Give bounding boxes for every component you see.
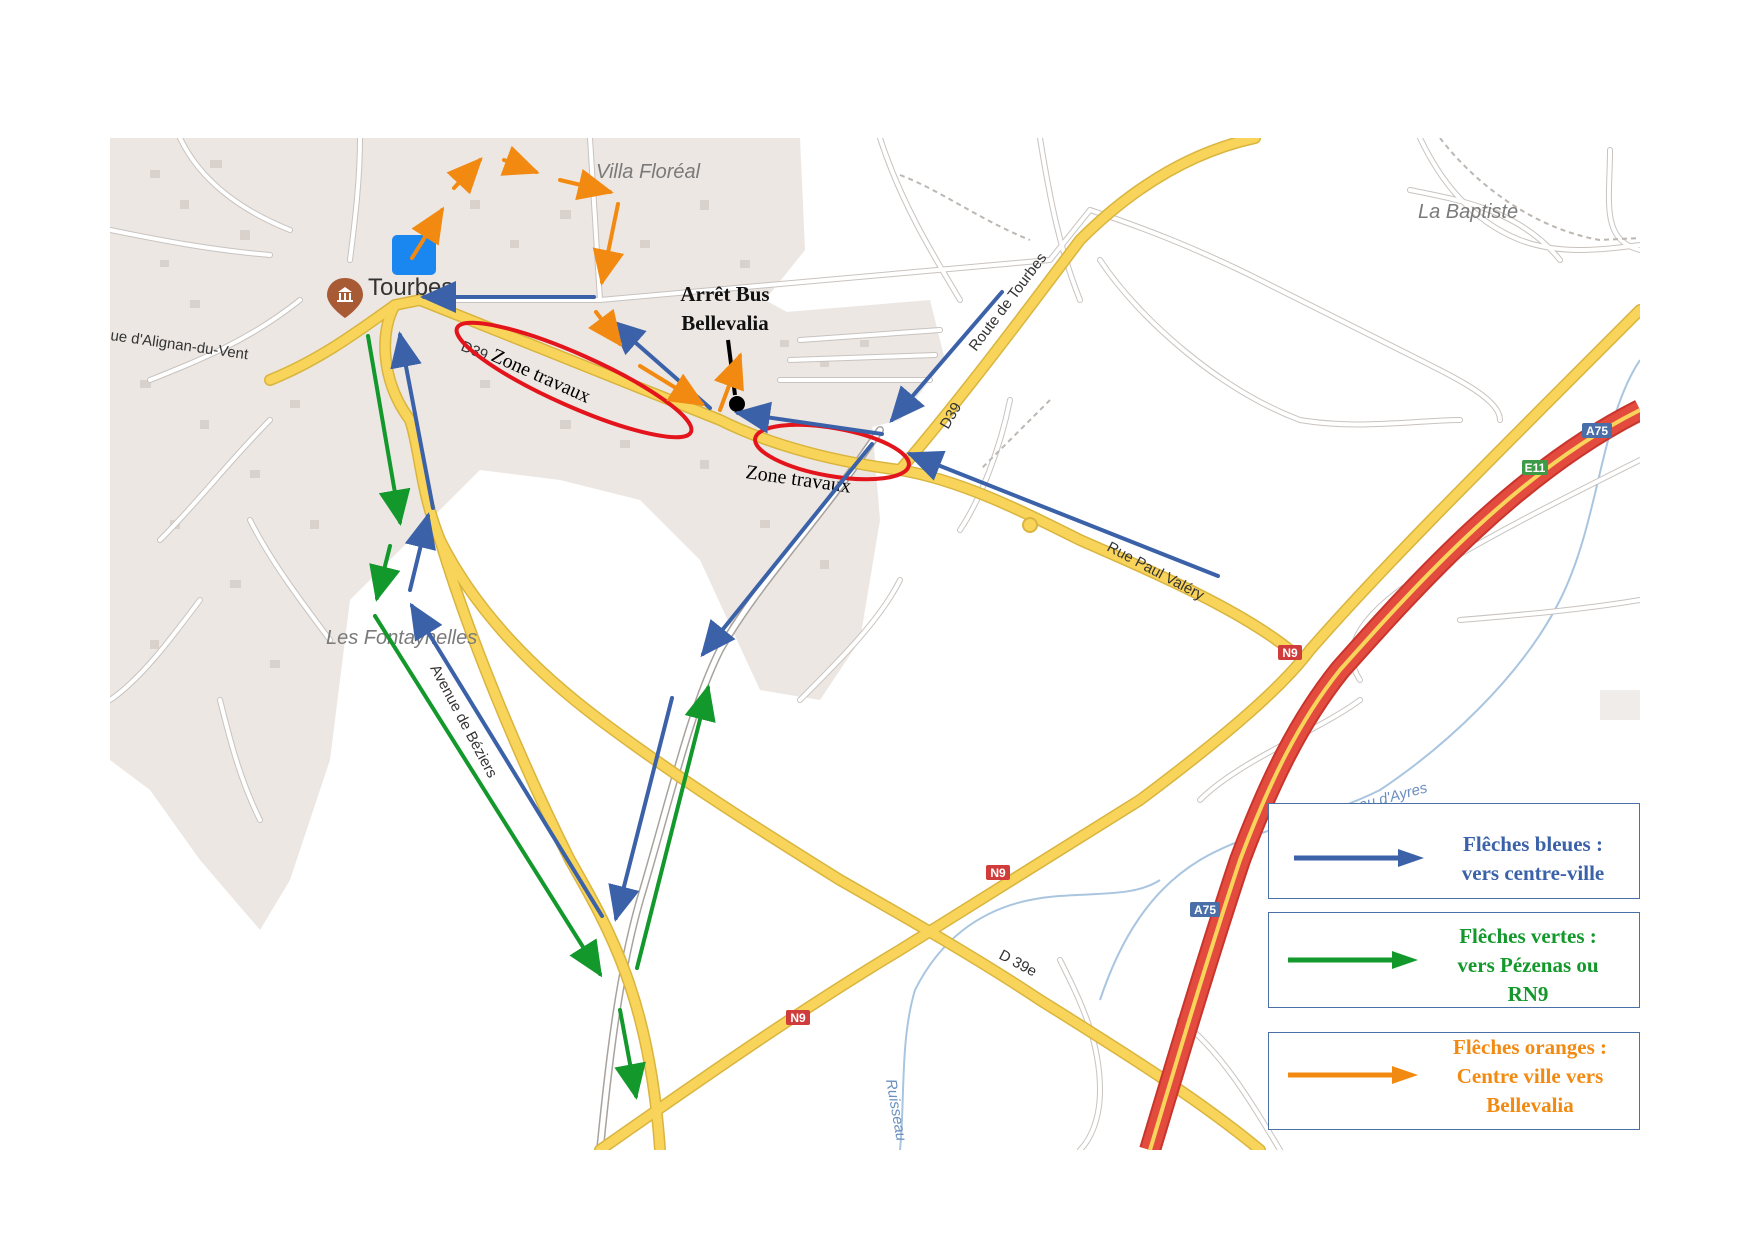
- legend-blue-text: Flêches bleues : vers centre-ville: [1428, 830, 1638, 888]
- legend-green-line3: RN9: [1507, 982, 1549, 1006]
- legend-blue-line1: Flêches bleues :: [1463, 832, 1603, 856]
- shield-n9-1-label: N9: [1282, 646, 1298, 660]
- orange-arrow-8: [713, 352, 744, 412]
- urban-area: [110, 138, 880, 930]
- legend-green-line2: vers Pézenas ou: [1457, 953, 1599, 977]
- legend-blue-line2: vers centre-ville: [1461, 861, 1605, 885]
- blue-arrow-8: [409, 602, 604, 918]
- shield-n9-3: [786, 1010, 810, 1025]
- shield-a75-1-label: A75: [1586, 424, 1608, 438]
- blue-arrow-5: [906, 450, 1220, 578]
- work-zone-ellipse-1: [454, 320, 694, 440]
- bus-stop-dot-icon[interactable]: [729, 396, 745, 412]
- green-arrow-5: [635, 684, 716, 970]
- shield-n9-3-label: N9: [790, 1011, 806, 1025]
- blue-arrow-9: [404, 512, 436, 592]
- label-villa-floreal: Villa Floréal: [596, 161, 701, 183]
- legend-green: [1268, 912, 1640, 1008]
- museum-pin-icon[interactable]: [327, 278, 363, 318]
- orange-arrows: [410, 145, 744, 412]
- urban-area-se: [1600, 690, 1640, 720]
- legend-blue-arrow-icon: [1294, 849, 1424, 867]
- road-shields: N9 N9 N9 A75 A75 E11: [786, 423, 1612, 1025]
- green-arrow-1: [366, 334, 411, 526]
- blue-arrow-4: [889, 290, 1004, 424]
- legend-orange-arrow-icon: [1288, 1066, 1418, 1084]
- blue-arrow-7: [608, 696, 674, 922]
- label-les-fontaynelles: Les Fontaynelles: [326, 627, 477, 649]
- legend-green-arrow-icon: [1288, 951, 1418, 969]
- minor-roads: [110, 138, 1640, 1150]
- orange-arrow-7: [638, 364, 706, 407]
- legend-orange-line2: Centre ville vers: [1456, 1064, 1604, 1088]
- bus-stop-label-line2: Bellevalia: [681, 311, 769, 335]
- grey-road: [596, 426, 884, 1150]
- blue-arrow-3: [734, 401, 884, 436]
- legend-green-line1: Flêches vertes :: [1459, 924, 1597, 948]
- legend-blue: [1268, 803, 1640, 899]
- bus-stop-label-line1: Arrêt Bus: [680, 282, 770, 306]
- orange-arrow-2: [446, 157, 483, 195]
- green-arrow-2: [369, 544, 401, 602]
- tracks: [899, 138, 1640, 471]
- bus-stop-label: Arrêt Bus Bellevalia: [660, 280, 790, 338]
- green-arrow-3: [373, 614, 603, 978]
- blue-arrow-6: [700, 442, 874, 658]
- waterways: [899, 359, 1640, 1150]
- green-arrow-4: [614, 1008, 646, 1100]
- map-base: N9 N9 N9 A75 A75 E11 Villa Floréal La Ba…: [110, 138, 1640, 1150]
- orange-arrow-1: [410, 206, 445, 260]
- shield-e11-label: E11: [1525, 461, 1546, 475]
- roundabout: [1022, 517, 1038, 533]
- legend-orange-line3: Bellevalia: [1486, 1093, 1574, 1117]
- motorway: [1139, 400, 1640, 1150]
- orange-arrow-3: [500, 145, 540, 176]
- shield-a75-2: [1190, 902, 1220, 917]
- legend-orange-text: Flêches oranges : Centre ville vers Bell…: [1420, 1033, 1640, 1120]
- shield-a75-1: [1582, 423, 1612, 438]
- orange-arrow-6: [588, 308, 623, 348]
- orange-arrow-4: [558, 168, 614, 201]
- legend-orange-line1: Flêches oranges :: [1453, 1035, 1607, 1059]
- blue-arrow-10: [390, 331, 435, 510]
- legend-orange: [1268, 1032, 1640, 1130]
- shield-e11: [1522, 460, 1548, 475]
- buildings: [140, 160, 869, 668]
- label-la-baptiste: La Baptiste: [1418, 201, 1518, 223]
- orange-arrow-5: [592, 202, 625, 286]
- shield-n9-2: [986, 865, 1010, 880]
- shield-n9-1: [1278, 645, 1302, 660]
- green-arrows: [366, 334, 716, 1100]
- shield-n9-2-label: N9: [990, 866, 1006, 880]
- shield-a75-2-label: A75: [1194, 903, 1216, 917]
- legend-green-text: Flêches vertes : vers Pézenas ou RN9: [1418, 922, 1638, 1009]
